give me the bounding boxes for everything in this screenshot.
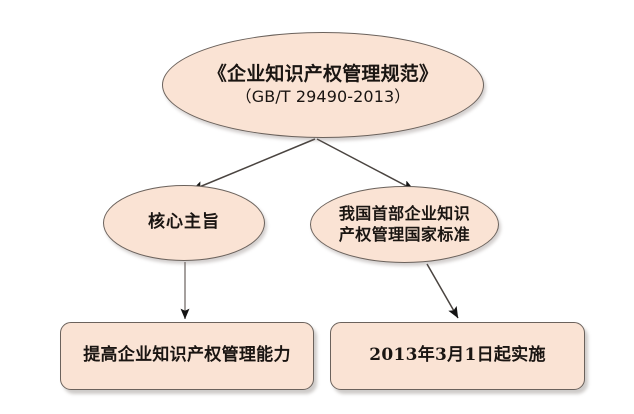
edge-standard-to-first-national-standard	[316, 138, 415, 191]
node-core-purpose-label: 核心主旨	[148, 212, 220, 233]
node-first-national-standard-text: 我国首部企业知识 产权管理国家标准	[333, 204, 476, 245]
node-capability-label: 提高企业知识产权管理能力	[83, 345, 291, 366]
node-first-national-standard-line1: 我国首部企业知识	[338, 204, 471, 224]
node-capability[interactable]: 提高企业知识产权管理能力	[60, 322, 314, 390]
node-standard[interactable]: 《企业知识产权管理规范》 （GB/T 29490-2013）	[162, 32, 484, 138]
node-capability-text: 提高企业知识产权管理能力	[77, 345, 297, 367]
node-standard-title: 《企业知识产权管理规范》	[207, 63, 439, 86]
node-standard-text: 《企业知识产权管理规范》 （GB/T 29490-2013）	[202, 62, 444, 108]
node-first-national-standard[interactable]: 我国首部企业知识 产权管理国家标准	[310, 186, 499, 263]
edge-first-national-standard-to-effective-date	[426, 263, 459, 319]
node-core-purpose[interactable]: 核心主旨	[103, 185, 265, 261]
node-effective-date-text: 2013年3月1日起实施	[363, 345, 552, 367]
edge-standard-to-core-purpose	[191, 138, 316, 191]
node-effective-date[interactable]: 2013年3月1日起实施	[330, 322, 585, 390]
node-effective-date-label: 2013年3月1日起实施	[369, 345, 546, 366]
node-standard-subtitle: （GB/T 29490-2013）	[235, 87, 411, 107]
node-first-national-standard-line2: 产权管理国家标准	[338, 224, 471, 244]
node-core-purpose-text: 核心主旨	[142, 212, 226, 234]
